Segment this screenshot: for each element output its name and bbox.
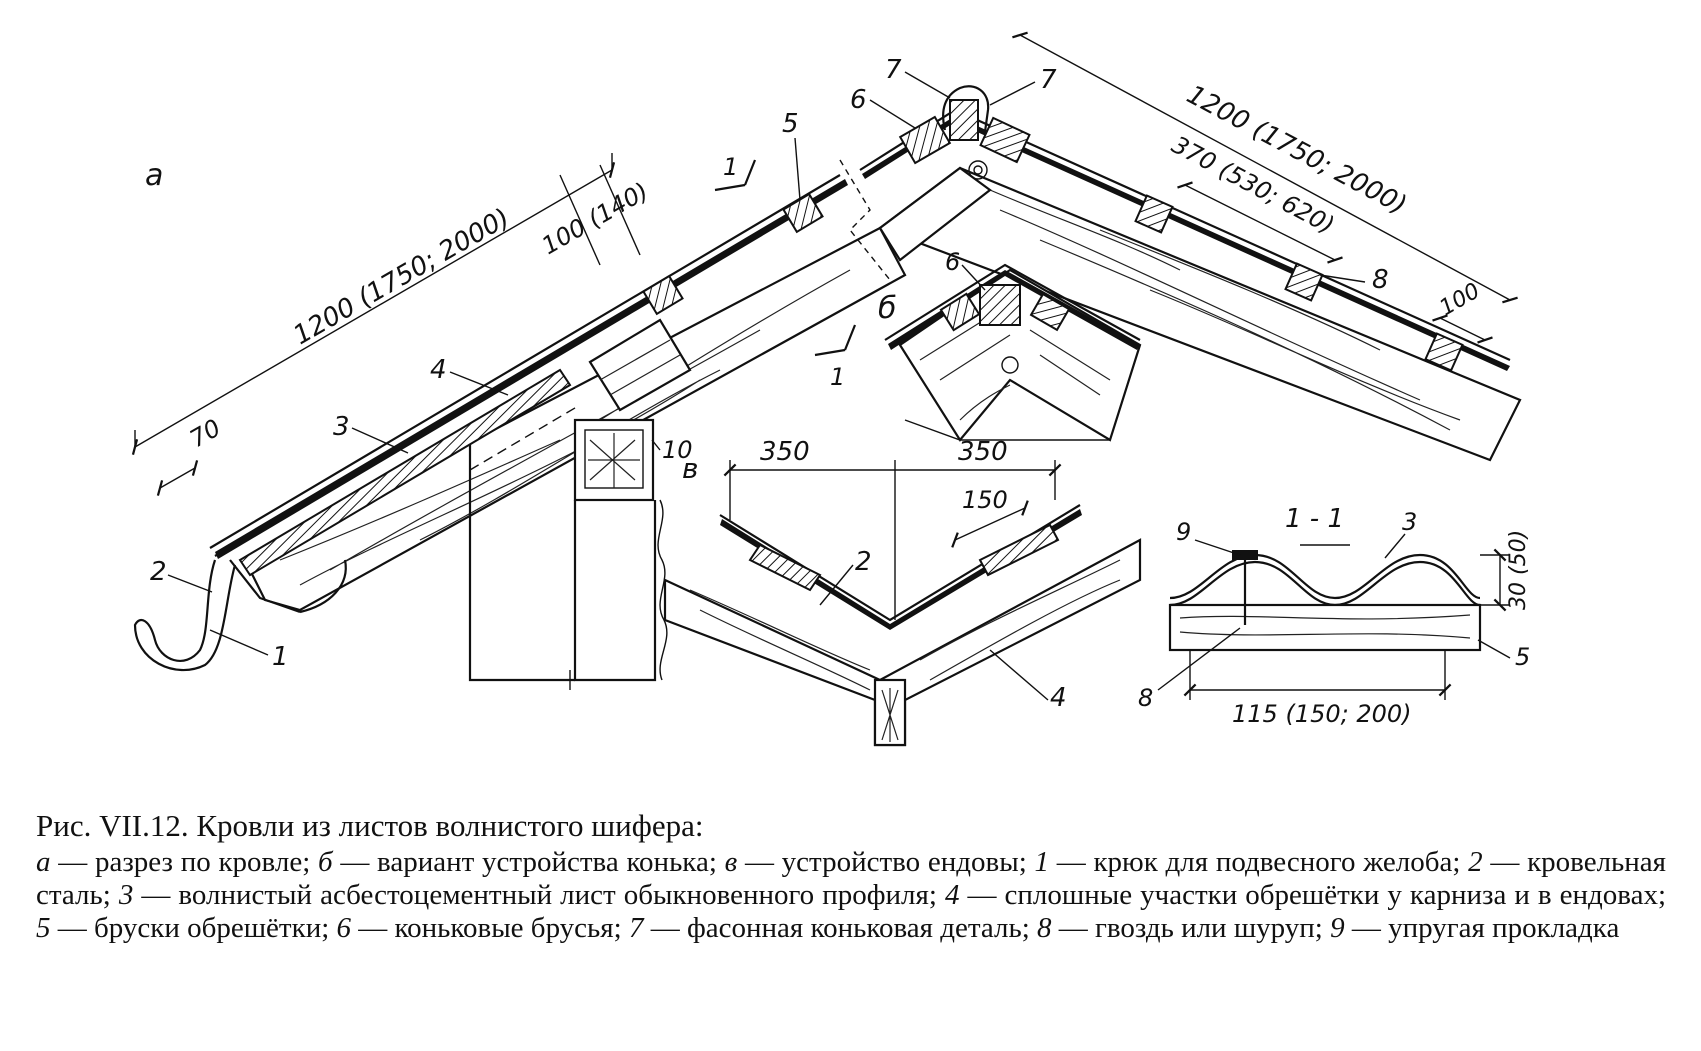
- legend-text: — устройство ендовы;: [737, 846, 1035, 878]
- legend-key: в: [724, 846, 738, 878]
- ridge-cap-piece: [942, 85, 990, 133]
- caption-legend: а — разрез по кровле; б — вариант устрой…: [36, 846, 1666, 945]
- callout-2b: 2: [855, 547, 872, 577]
- label-view-b: б: [878, 291, 897, 326]
- corrugated-sheet: [1169, 553, 1481, 600]
- callout-7b: 7: [1040, 65, 1057, 95]
- gutter-hook: [133, 559, 237, 671]
- legend-text: — вариант устройства конька;: [332, 846, 725, 878]
- figure-labels: а б в 1 - 1: [145, 158, 1344, 534]
- dim-valley-right: 350: [958, 437, 1008, 467]
- legend-text: — фасонная коньковая деталь;: [643, 912, 1038, 944]
- ridge-beam-variant: [979, 284, 1021, 326]
- legend-text: — бруски обрешётки;: [50, 912, 337, 944]
- ridge-beam-6a: [898, 115, 952, 165]
- legend-text: — крюк для подвесного желоба;: [1049, 846, 1469, 878]
- callout-labels: 1 2 3 4 5 6 6 7 7 8 8 9 3 5 2 4 10 1 1: [150, 55, 1530, 713]
- dim-section-height: 30 (50): [1506, 530, 1531, 610]
- callout-4: 4: [430, 355, 447, 385]
- legend-text: — коньковые брусья;: [351, 912, 629, 944]
- dim-ridge-end: 100: [1436, 279, 1485, 322]
- callout-2: 2: [150, 557, 167, 587]
- cut-mark-bottom: 1: [830, 363, 845, 391]
- dim-section-width: 115 (150; 200): [1232, 700, 1412, 728]
- valley-view: [663, 460, 1142, 747]
- legend-text: — разрез по кровле;: [50, 846, 318, 878]
- batten-5b: [782, 192, 824, 234]
- ridge-element-7: [949, 99, 979, 141]
- callout-3: 3: [333, 412, 350, 442]
- ridge-main-view: [839, 31, 1522, 462]
- callout-1: 1: [272, 642, 289, 672]
- section-batten: [1168, 603, 1482, 652]
- cut-mark-top: 1: [723, 153, 738, 181]
- legend-key: а: [36, 846, 51, 878]
- batten-5a: [642, 274, 684, 316]
- legend-text: — сплошные участки обрешётки у карниза и…: [959, 879, 1667, 911]
- legend-key: 5: [36, 912, 51, 944]
- callout-10: 10: [662, 436, 693, 464]
- callout-6b: 6: [945, 248, 960, 276]
- eave-section-view: [131, 153, 907, 690]
- caption-title: Рис. VII.12. Кровли из листов волнистого…: [36, 808, 704, 843]
- ridge-variant-view: [884, 263, 1142, 442]
- legend-key: 8: [1037, 912, 1052, 944]
- callout-3b: 3: [1402, 508, 1417, 536]
- section-1-1-view: [1168, 544, 1510, 700]
- legend-text: — кровельная сталь;: [36, 846, 1667, 911]
- dim-valley-overlap: 150: [962, 486, 1008, 514]
- callout-8b: 8: [1138, 684, 1153, 712]
- legend-key: 2: [1468, 846, 1483, 878]
- figure-caption: Рис. VII.12. Кровли из листов волнистого…: [36, 808, 1666, 945]
- legend-text: — волнистый асбестоцементный лист обыкно…: [133, 879, 945, 911]
- roof-drawing: а б в 1 - 1 1200 (1750; 2000) 70 100 (14…: [131, 31, 1531, 747]
- label-section-1-1: 1 - 1: [1285, 504, 1344, 534]
- callout-9: 9: [1176, 518, 1191, 546]
- legend-key: 6: [336, 912, 352, 944]
- callout-8: 8: [1372, 265, 1389, 295]
- callout-7a: 7: [885, 55, 902, 85]
- dim-valley-left: 350: [760, 437, 810, 467]
- dim-a-span: 1200 (1750; 2000): [289, 203, 515, 351]
- dim-a-step: 100 (140): [537, 177, 653, 260]
- legend-key: 4: [944, 879, 960, 911]
- legend-key: б: [318, 846, 333, 878]
- label-view-a: а: [145, 158, 163, 193]
- legend-key: 1: [1034, 846, 1050, 878]
- legend-key: 9: [1330, 912, 1345, 944]
- legend-text: — гвоздь или шуруп;: [1051, 912, 1331, 944]
- callout-5: 5: [782, 109, 799, 139]
- dim-a-overhang: 70: [185, 414, 225, 454]
- legend-key: 3: [118, 879, 134, 911]
- callout-5b: 5: [1515, 643, 1530, 671]
- label-view-v: в: [682, 452, 699, 485]
- legend-key: 7: [628, 912, 644, 944]
- callout-4b: 4: [1050, 683, 1067, 713]
- legend-text: — упругая прокладка: [1344, 912, 1620, 944]
- callout-6: 6: [850, 85, 867, 115]
